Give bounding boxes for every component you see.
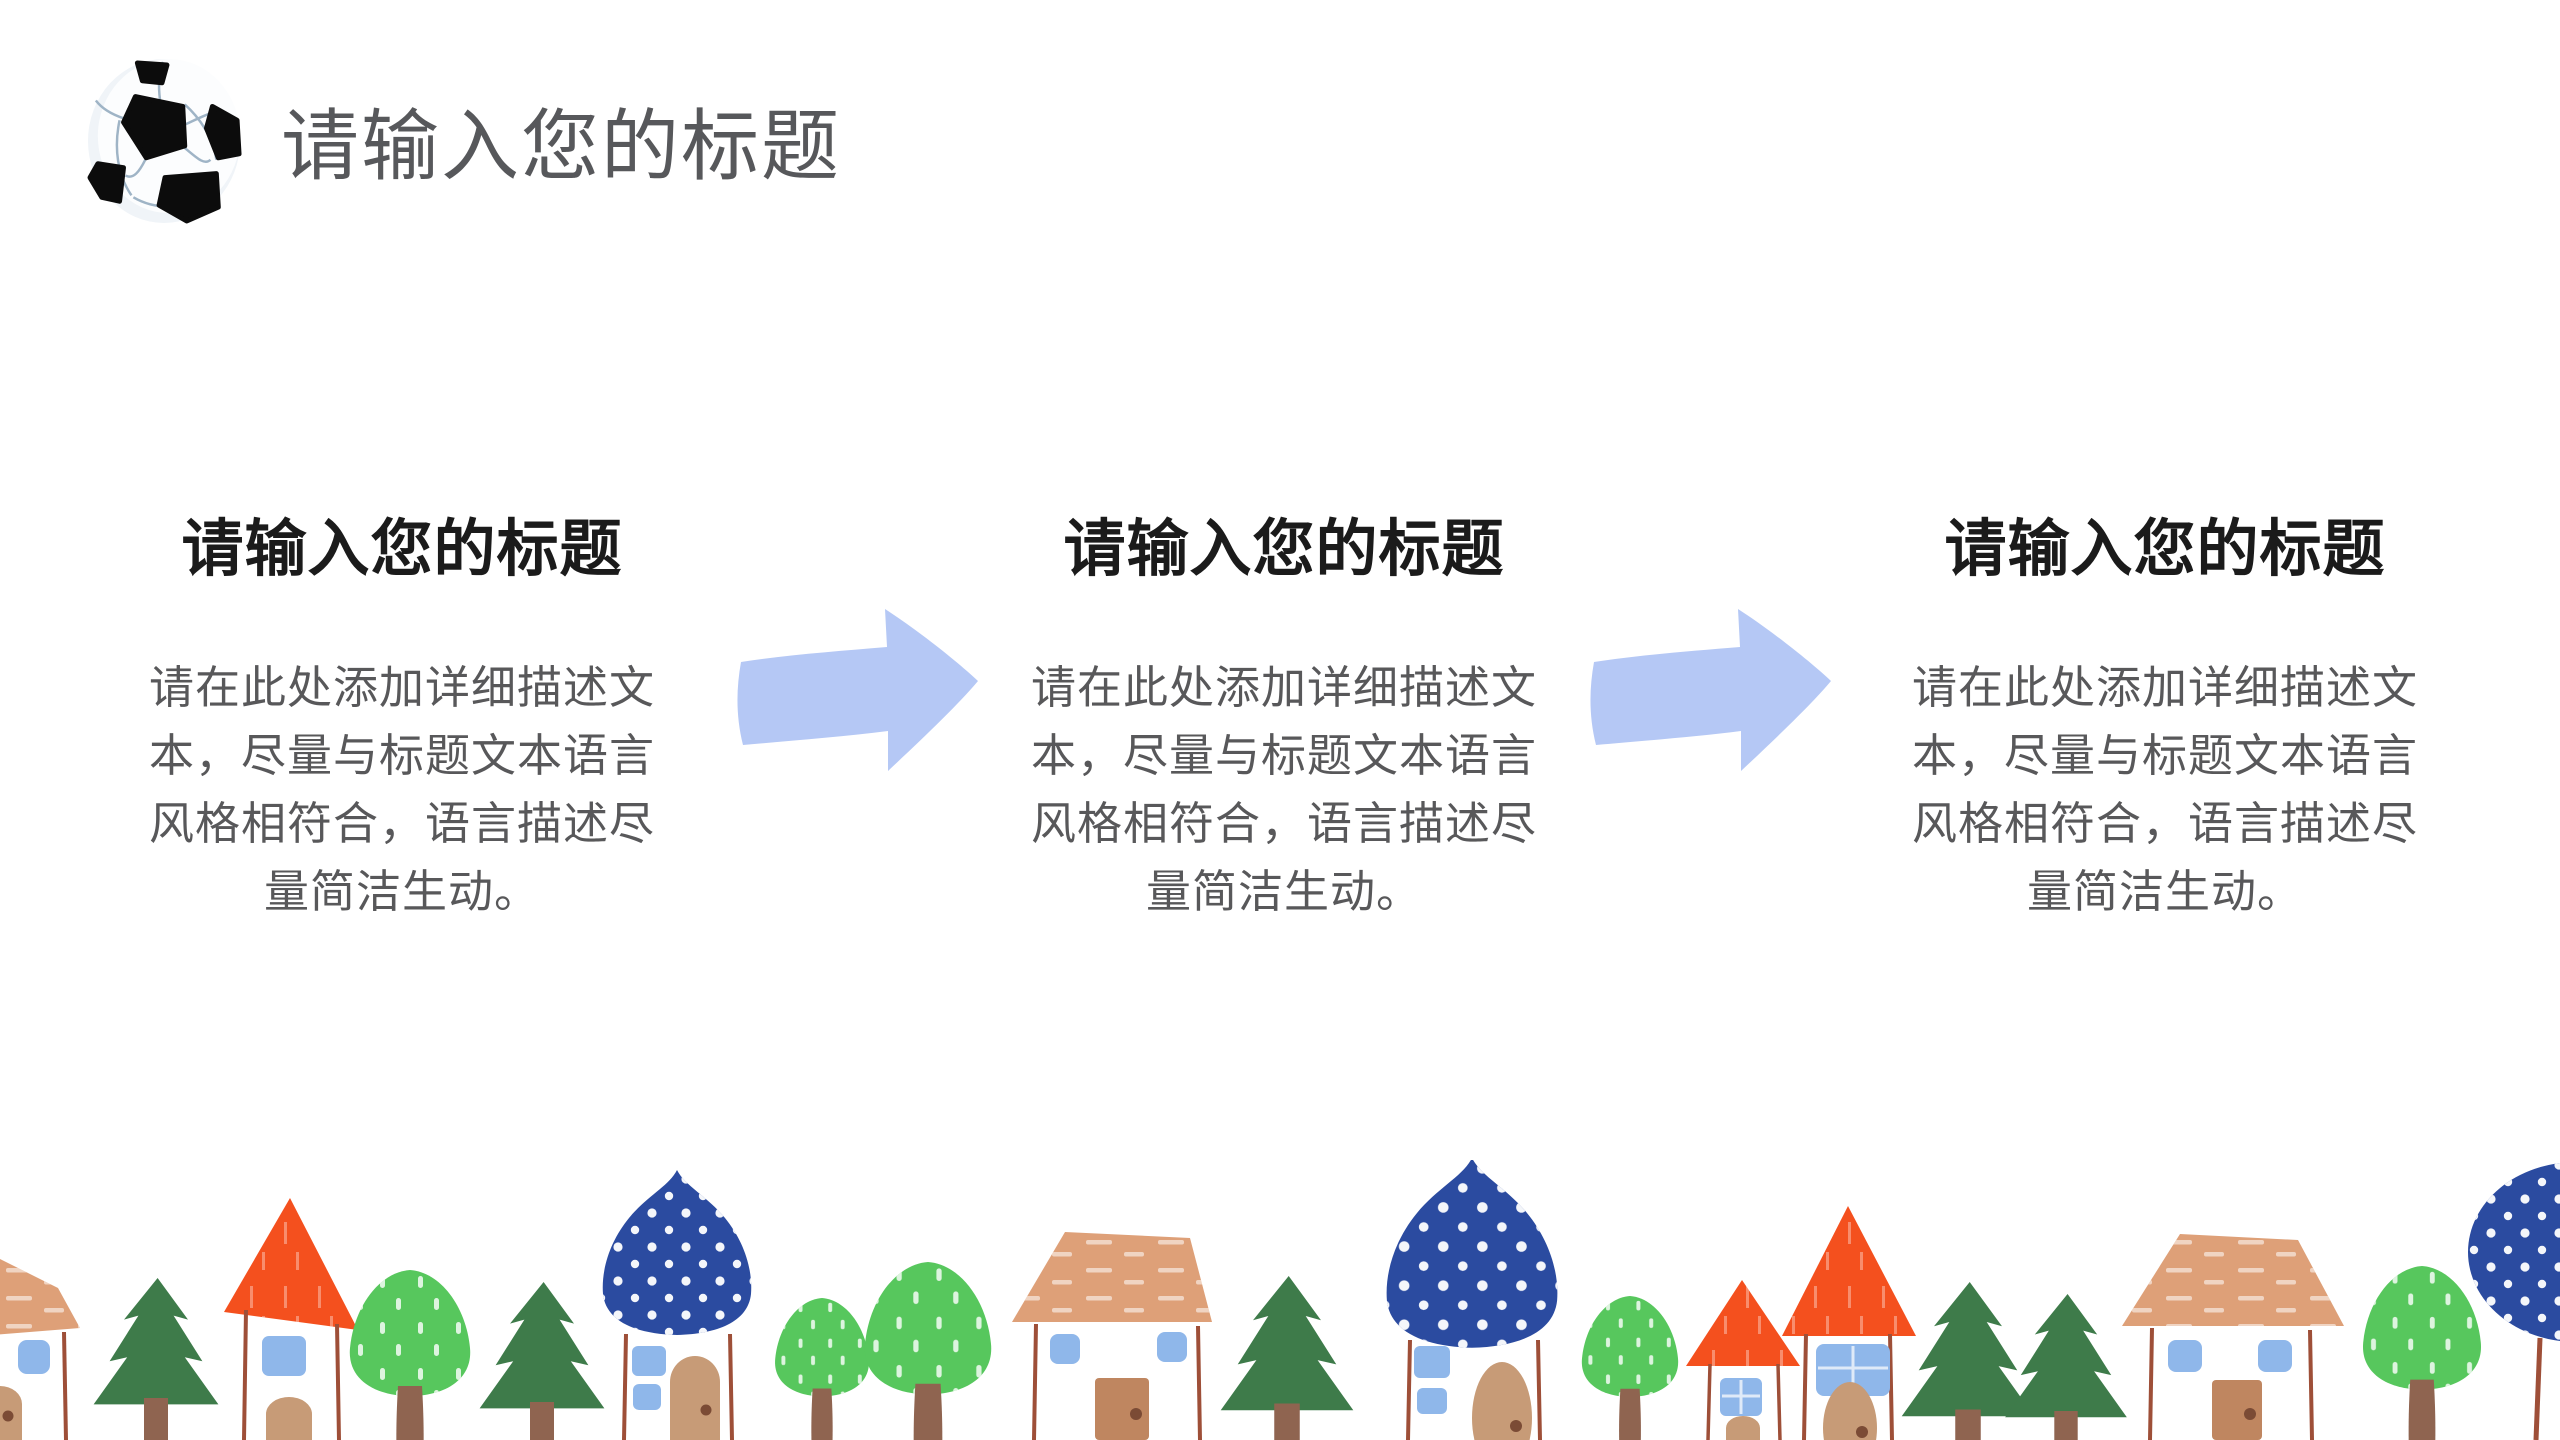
step-column-3: 请输入您的标题 请在此处添加详细描述文本，尽量与标题文本语言风格相符合，语言描述… [1885,512,2445,926]
pine-tree [479,1282,605,1440]
triangle-roof-house [1782,1206,1916,1440]
dome-roof-house [602,1170,752,1440]
trapezoid-roof-house [1012,1232,1212,1440]
round-tree [2362,1266,2482,1440]
round-tree [1581,1296,1679,1440]
dome-roof-house [1386,1160,1558,1440]
pine-tree [2005,1294,2127,1440]
round-tree [349,1270,471,1440]
column-body[interactable]: 请在此处添加详细描述文本，尽量与标题文本语言风格相符合，语言描述尽量简洁生动。 [148,662,655,917]
step-column-1: 请输入您的标题 请在此处添加详细描述文本，尽量与标题文本语言风格相符合，语言描述… [122,512,682,926]
column-body[interactable]: 请在此处添加详细描述文本，尽量与标题文本语言风格相符合，语言描述尽量简洁生动。 [1911,662,2418,917]
pine-tree [1220,1276,1354,1440]
column-heading[interactable]: 请输入您的标题 [1063,515,1505,584]
hand-drawn-right-arrow-icon [1590,609,1831,771]
polka-dot-tree [2468,1163,2560,1440]
column-heading[interactable]: 请输入您的标题 [1944,515,2386,584]
pine-tree [93,1278,219,1440]
round-tree [775,1298,869,1440]
round-tree [864,1262,992,1440]
column-body[interactable]: 请在此处添加详细描述文本，尽量与标题文本语言风格相符合，语言描述尽量简洁生动。 [1030,662,1537,917]
trapezoid-roof-house [2122,1234,2344,1440]
step-column-2: 请输入您的标题 请在此处添加详细描述文本，尽量与标题文本语言风格相符合，语言描述… [1004,512,1564,926]
village-illustration [0,1160,2560,1440]
column-heading[interactable]: 请输入您的标题 [181,515,623,584]
triangle-roof-house [1686,1280,1800,1440]
page-title[interactable]: 请输入您的标题 [281,102,842,190]
trapezoid-roof-house [0,1259,80,1440]
triangle-roof-house [224,1198,358,1440]
hand-drawn-right-arrow-icon [737,609,978,771]
soccer-ball-icon [87,59,242,224]
